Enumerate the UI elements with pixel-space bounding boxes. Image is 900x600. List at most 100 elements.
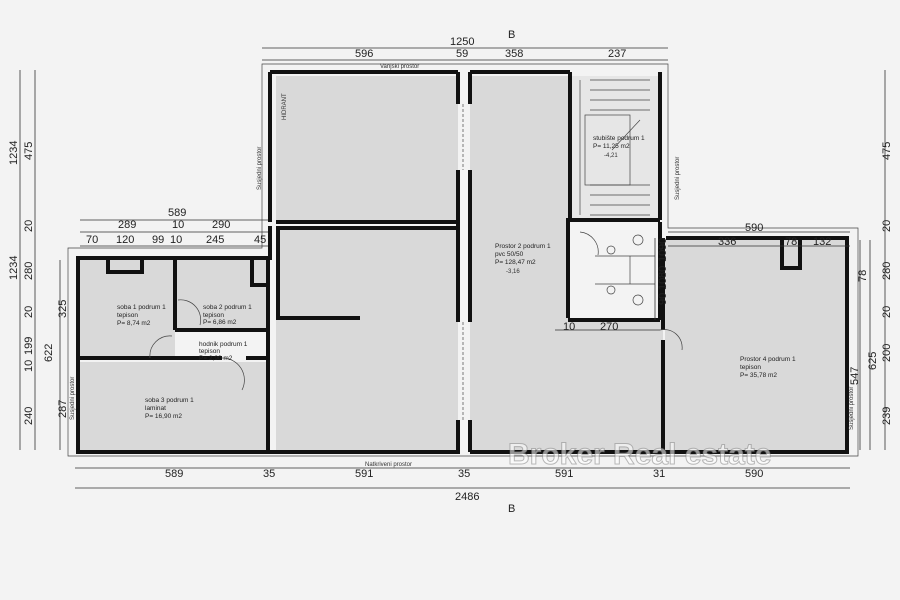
svg-text:10: 10: [170, 234, 182, 246]
svg-text:99: 99: [152, 234, 164, 246]
svg-text:20: 20: [881, 220, 893, 232]
svg-text:20: 20: [881, 306, 893, 318]
svg-text:35: 35: [263, 468, 275, 480]
dimension-texts: 1250 596 59 358 237 589 289 10 290 70 12…: [8, 36, 893, 503]
svg-text:90: 90: [657, 293, 669, 305]
svg-text:35: 35: [458, 468, 470, 480]
svg-text:78: 78: [785, 236, 797, 248]
stairs: [579, 79, 650, 216]
svg-text:20: 20: [23, 220, 35, 232]
svg-text:tepison: tepison: [199, 348, 220, 355]
svg-text:hodnik podrum 1: hodnik podrum 1: [199, 341, 248, 348]
svg-text:P= 6,86 m2: P= 6,86 m2: [203, 319, 237, 326]
label-neighbor-1: Susjedni prostor: [257, 147, 263, 190]
svg-text:31: 31: [653, 468, 665, 480]
dimension-lines: [19, 47, 886, 489]
svg-text:120: 120: [116, 234, 134, 246]
svg-text:1250: 1250: [450, 36, 474, 48]
svg-text:tepison: tepison: [117, 312, 138, 319]
svg-text:590: 590: [745, 222, 763, 234]
watermark: Broker Real estate: [508, 438, 771, 471]
walls: [76, 70, 849, 454]
svg-text:tepison: tepison: [740, 364, 761, 371]
svg-text:Prostor 4 podrum 1: Prostor 4 podrum 1: [740, 356, 796, 363]
svg-text:P= 8,74 m2: P= 8,74 m2: [117, 320, 151, 327]
room-label-prostor-2: Prostor 2 podrum 1 pvc 50/50 P= 128,47 m…: [495, 243, 551, 275]
svg-text:10: 10: [23, 360, 35, 372]
label-neighbor-3: Susjedni prostor: [675, 157, 681, 200]
svg-text:-3,16: -3,16: [506, 269, 520, 275]
label-neighbor-2: Susjedni prostor: [70, 377, 76, 420]
label-neighbor-4: Susjedni prostor: [849, 387, 855, 430]
room-fills: [80, 76, 845, 450]
svg-text:336: 336: [718, 236, 736, 248]
svg-text:245: 245: [206, 234, 224, 246]
svg-text:591: 591: [555, 468, 573, 480]
svg-text:20: 20: [23, 306, 35, 318]
svg-text:-4,21: -4,21: [604, 153, 618, 159]
svg-text:78: 78: [857, 270, 869, 282]
svg-text:P= 128,47 m2: P= 128,47 m2: [495, 259, 536, 266]
svg-text:289: 289: [118, 219, 136, 231]
svg-text:soba 2 podrum 1: soba 2 podrum 1: [203, 304, 252, 311]
svg-text:240: 240: [23, 407, 35, 425]
svg-text:596: 596: [355, 48, 373, 60]
svg-text:70: 70: [86, 234, 98, 246]
svg-text:132: 132: [813, 236, 831, 248]
section-mark-bottom: B: [508, 503, 515, 515]
room-label-hodnik: hodnik podrum 1 tepison P= 2,90 m2: [199, 341, 248, 362]
room-label-soba-3: soba 3 podrum 1 laminat P= 16,90 m2: [145, 397, 194, 420]
svg-text:290: 290: [212, 219, 230, 231]
svg-text:589: 589: [165, 468, 183, 480]
wc-fixtures: [149, 104, 683, 420]
svg-text:589: 589: [168, 207, 186, 219]
svg-text:10: 10: [563, 321, 575, 333]
svg-text:P= 35,78 m2: P= 35,78 m2: [740, 372, 777, 379]
svg-text:laminat: laminat: [145, 405, 166, 412]
label-top-outside: Vanjski prostor: [380, 64, 419, 70]
room-label-prostor-4: Prostor 4 podrum 1 tepison P= 35,78 m2: [740, 356, 796, 379]
svg-text:80: 80: [657, 266, 669, 278]
svg-text:475: 475: [881, 142, 893, 160]
svg-text:90: 90: [657, 238, 669, 250]
svg-text:280: 280: [881, 262, 893, 280]
svg-text:pvc 50/50: pvc 50/50: [495, 251, 524, 258]
svg-text:475: 475: [23, 142, 35, 160]
label-bottom-outside: Natkriveni prostor: [365, 462, 412, 468]
svg-text:1234: 1234: [8, 256, 20, 280]
svg-text:P= 2,90 m2: P= 2,90 m2: [199, 355, 233, 362]
svg-text:stubište podrum 1: stubište podrum 1: [593, 135, 645, 142]
svg-text:10: 10: [172, 219, 184, 231]
svg-text:591: 591: [355, 468, 373, 480]
svg-text:325: 325: [57, 300, 69, 318]
svg-text:P= 11,25 m2: P= 11,25 m2: [593, 143, 630, 150]
room-label-soba-2: soba 2 podrum 1 tepison P= 6,86 m2: [203, 304, 252, 326]
svg-text:59: 59: [456, 48, 468, 60]
svg-text:625: 625: [867, 352, 879, 370]
svg-text:tepison: tepison: [203, 312, 224, 319]
svg-text:10: 10: [657, 250, 669, 262]
outer-outline: [67, 63, 859, 457]
svg-text:P= 16,90 m2: P= 16,90 m2: [145, 413, 182, 420]
svg-text:soba 1 podrum 1: soba 1 podrum 1: [117, 304, 166, 311]
svg-text:199: 199: [23, 337, 35, 355]
svg-text:287: 287: [57, 400, 69, 418]
svg-text:1234: 1234: [8, 141, 20, 165]
svg-text:soba 3 podrum 1: soba 3 podrum 1: [145, 397, 194, 404]
svg-text:200: 200: [881, 344, 893, 362]
label-hydrant: HIDRANT: [282, 93, 288, 120]
svg-text:Prostor 2 podrum 1: Prostor 2 podrum 1: [495, 243, 551, 250]
svg-text:547: 547: [849, 367, 861, 385]
svg-text:358: 358: [505, 48, 523, 60]
svg-text:590: 590: [745, 468, 763, 480]
room-label-soba-1: soba 1 podrum 1 tepison P= 8,74 m2: [117, 304, 166, 327]
svg-text:237: 237: [608, 48, 626, 60]
svg-text:270: 270: [600, 321, 618, 333]
svg-text:2486: 2486: [455, 491, 479, 503]
section-mark-top: B: [508, 29, 515, 41]
svg-text:622: 622: [43, 344, 55, 362]
svg-text:280: 280: [23, 262, 35, 280]
room-label-stubiste: stubište podrum 1 P= 11,25 m2 -4,21: [593, 135, 645, 159]
svg-text:45: 45: [254, 234, 266, 246]
